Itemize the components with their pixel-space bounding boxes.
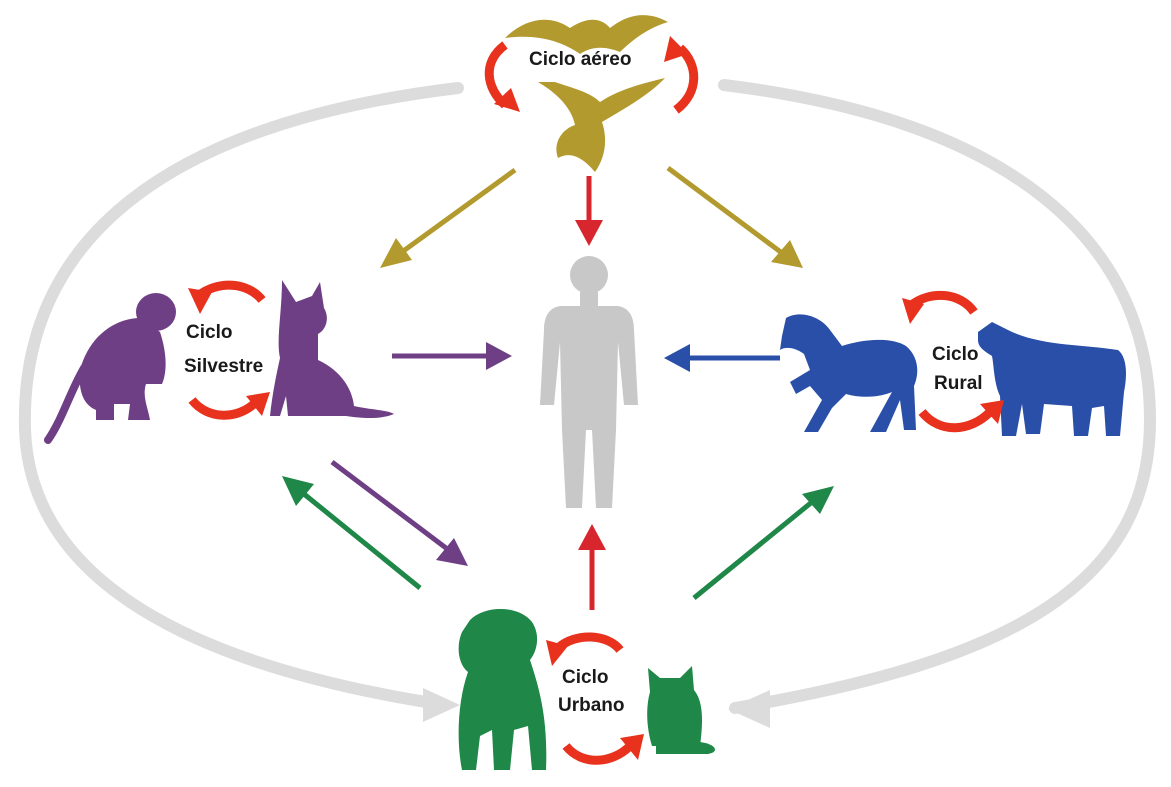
red-arrow-urban-to-human xyxy=(578,524,606,610)
label-ciclo-aereo: Ciclo aéreo xyxy=(529,48,631,71)
urbano-cycle-arrow-bottom xyxy=(566,746,630,760)
monkey-icon xyxy=(48,293,176,440)
red-arrow-bat-to-human xyxy=(575,176,603,246)
silvestre-cycle-arrows xyxy=(188,285,270,416)
label-ciclo-urbano-line1: Ciclo xyxy=(562,666,608,689)
silvestre-transmission-arrows xyxy=(332,342,512,566)
cat-icon xyxy=(647,666,715,754)
dog-icon xyxy=(459,609,547,770)
cow-icon xyxy=(978,322,1126,436)
horse-icon xyxy=(780,314,917,432)
label-ciclo-urbano-line2: Urbano xyxy=(558,694,625,717)
outer-ring-left-head xyxy=(423,688,460,722)
aereo-cycle-arrow-right xyxy=(676,48,694,110)
urbano-cycle-arrow-top xyxy=(558,637,620,650)
outer-ring-right-head xyxy=(728,690,770,728)
rural-transmission-arrow xyxy=(664,344,780,372)
silvestre-cycle-arrow-bottom xyxy=(192,400,256,415)
label-ciclo-silvestre-line1: Ciclo xyxy=(186,321,232,344)
label-ciclo-rural-line1: Ciclo xyxy=(932,343,978,366)
urbano-transmission-arrows xyxy=(282,476,834,598)
label-ciclo-rural-line2: Rural xyxy=(934,372,983,395)
fox-icon xyxy=(270,280,394,418)
label-ciclo-silvestre-line2: Silvestre xyxy=(184,355,263,378)
rural-cycle-arrow-bottom xyxy=(922,412,990,428)
human-icon xyxy=(540,256,638,508)
bat-icon xyxy=(505,15,668,172)
